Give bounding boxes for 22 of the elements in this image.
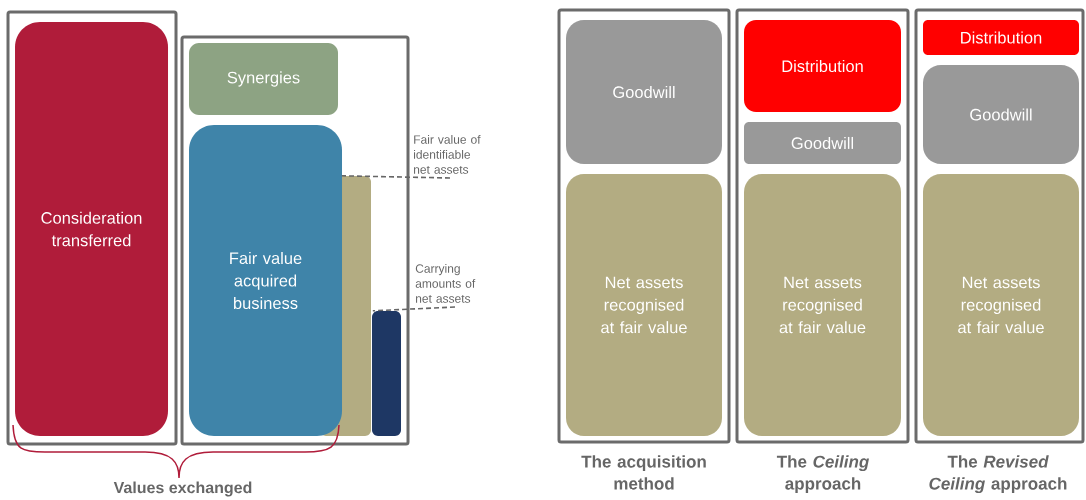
value-block: Synergies — [189, 43, 338, 115]
value-block: Net assets recognised at fair value — [744, 174, 901, 436]
value-block: Distribution — [744, 20, 901, 112]
value-block: Net assets recognised at fair value — [566, 174, 722, 436]
annotation-text: Fair value of identifiable net assets — [414, 135, 481, 174]
value-block: Goodwill — [566, 20, 722, 164]
annotation-text: Carrying amounts of net assets — [415, 264, 476, 303]
panel-frame — [6, 10, 178, 446]
value-block: Consideration transferred — [15, 22, 168, 436]
leader-line — [372, 306, 456, 312]
brace-label: Values exchanged — [113, 481, 252, 497]
panel-heading: The Ceiling approach — [776, 455, 869, 494]
leader-line — [341, 175, 451, 179]
panel-heading: The Revised Ceiling approach — [929, 455, 1067, 494]
panel-frame — [180, 35, 410, 446]
value-block: Distribution — [923, 20, 1079, 55]
value-block: Net assets recognised at fair value — [923, 174, 1079, 436]
value-block: Goodwill — [744, 122, 901, 164]
value-block: Goodwill — [923, 65, 1079, 164]
value-block: Fair value acquired business — [189, 125, 342, 436]
value-bar — [372, 311, 401, 436]
panel-heading: The acquisition method — [581, 455, 706, 490]
